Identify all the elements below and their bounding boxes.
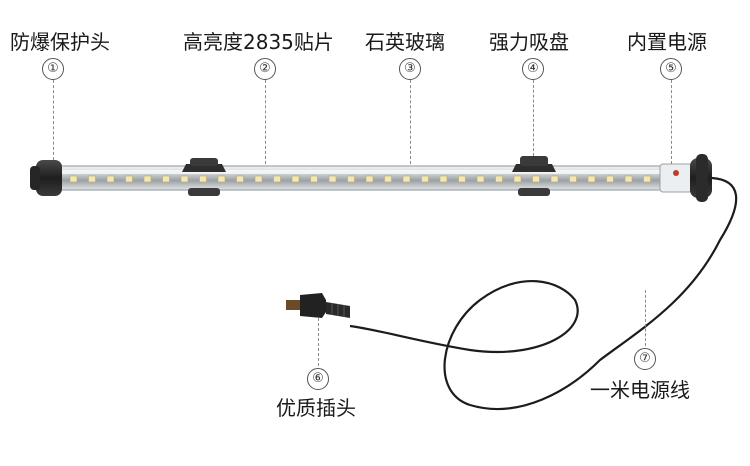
led-chip (550, 175, 559, 183)
led-chip (328, 175, 337, 183)
callout-label-1: 防爆保护头 (10, 30, 110, 54)
suction-cup-right (512, 156, 556, 196)
callout-number-2: ② (254, 58, 276, 80)
led-chip (236, 175, 244, 183)
power-cord (349, 176, 738, 410)
right-end-cap (659, 154, 712, 202)
leader-line-5 (671, 80, 672, 164)
left-end-cap (30, 160, 62, 196)
led-chip (180, 175, 189, 183)
led-chip (162, 175, 170, 183)
led-chip (402, 175, 411, 183)
led-chip (384, 175, 392, 183)
led-chip (199, 175, 207, 183)
led-chip (643, 175, 651, 183)
led-chip (143, 175, 152, 183)
callout-label-5: 内置电源 (627, 30, 707, 54)
leader-line-1 (53, 80, 54, 160)
led-chip-row (69, 175, 651, 183)
led-chip (217, 175, 226, 183)
leader-line-7 (645, 290, 646, 346)
led-chip (291, 175, 300, 183)
led-chip (347, 175, 355, 183)
callout-number-5: ⑤ (660, 58, 682, 80)
led-chip (125, 175, 133, 183)
callout-number-4: ④ (522, 58, 544, 80)
led-chip (254, 175, 263, 183)
suction-cup-left (182, 158, 226, 196)
leader-line-6 (318, 318, 319, 366)
led-chip (69, 175, 78, 183)
led-chip (365, 175, 374, 183)
callout-number-6: ⑥ (307, 368, 329, 390)
leader-line-2 (265, 80, 266, 164)
led-chip (88, 175, 96, 183)
led-chip (513, 175, 522, 183)
led-chip (439, 175, 448, 183)
callout-label-2: 高亮度2835贴片 (183, 30, 334, 54)
callout-number-3: ③ (399, 58, 421, 80)
led-chip (569, 175, 577, 183)
led-chip (587, 175, 596, 183)
callout-label-6: 优质插头 (276, 396, 356, 420)
callout-label-7: 一米电源线 (590, 378, 690, 402)
callout-label-3: 石英玻璃 (365, 30, 445, 54)
led-chip (458, 175, 466, 183)
leader-line-3 (410, 80, 411, 164)
led-chip (495, 175, 503, 183)
led-chip (421, 175, 429, 183)
led-chip (624, 175, 633, 183)
plug-icon (286, 293, 350, 318)
led-chip (106, 175, 115, 183)
led-chip (476, 175, 485, 183)
callout-number-1: ① (42, 58, 64, 80)
led-chip (532, 175, 540, 183)
led-chip (310, 175, 318, 183)
led-chip (606, 175, 614, 183)
leader-line-4 (533, 80, 534, 156)
callout-number-7: ⑦ (634, 348, 656, 370)
led-chip (273, 175, 281, 183)
callout-label-4: 强力吸盘 (489, 30, 569, 54)
